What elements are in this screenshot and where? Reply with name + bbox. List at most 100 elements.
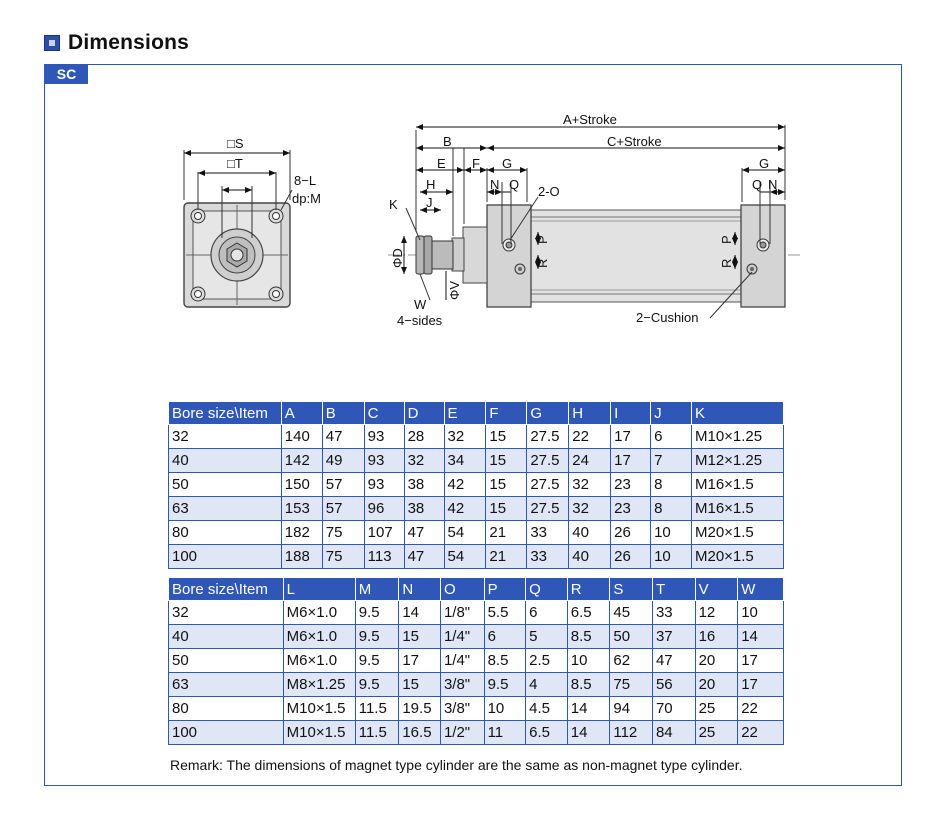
header-cell: L xyxy=(282,578,356,601)
table-row: 80 M10×1.5 11.5 19.5 3/8" 10 4.5 14 94 7… xyxy=(168,696,784,721)
dim-j: J xyxy=(426,195,433,210)
table-cell: 21 xyxy=(485,544,528,569)
table-row: 50 M6×1.0 9.5 17 1/4" 8.5 2.5 10 62 47 2… xyxy=(168,648,784,673)
header-cell: G xyxy=(526,402,570,425)
table-cell: 38 xyxy=(403,472,445,497)
table-cell: 49 xyxy=(321,448,365,473)
header-cell: C xyxy=(363,402,405,425)
table-cell: 94 xyxy=(609,696,653,721)
header-cell: W xyxy=(737,578,784,601)
table-cell: 1/4" xyxy=(439,624,485,649)
table-cell: 8.5 xyxy=(566,624,611,649)
table-cell: 11.5 xyxy=(354,696,400,721)
table-cell: 182 xyxy=(280,520,323,545)
table-cell: 42 xyxy=(443,496,487,521)
table-cell: 20 xyxy=(694,648,739,673)
table-cell: 47 xyxy=(651,648,696,673)
table-cell: 32 xyxy=(168,600,284,625)
table-cell: 8 xyxy=(650,496,692,521)
section-title: Dimensions xyxy=(68,31,190,54)
table-cell: 80 xyxy=(168,520,282,545)
table-cell: 6 xyxy=(650,424,692,449)
side-view xyxy=(388,124,800,319)
header-cell: I xyxy=(610,402,652,425)
table-cell: 33 xyxy=(526,544,570,569)
table-cell: 93 xyxy=(363,424,405,449)
table-cell: 45 xyxy=(609,600,653,625)
table-cell: 14 xyxy=(737,624,784,649)
table-cell: 5 xyxy=(525,624,568,649)
table-cell: 32 xyxy=(568,472,612,497)
table-cell: 24 xyxy=(568,448,612,473)
table-row: 100 188 75 113 47 54 21 33 40 26 10 M20×… xyxy=(168,544,785,569)
cylinder-drawing: □S □T 8−L dp:M xyxy=(183,112,800,328)
dimensions-table-2: Bore size\Item L M N O P Q R S T V W 32 … xyxy=(168,578,784,745)
table-cell: 10 xyxy=(566,648,611,673)
dim-c-stroke: C+Stroke xyxy=(607,134,662,149)
table-cell: 42 xyxy=(443,472,487,497)
header-cell: N xyxy=(398,578,441,601)
dim-f: F xyxy=(472,156,480,171)
header-cell: T xyxy=(651,578,696,601)
table-cell: 15 xyxy=(485,496,528,521)
dim-q-left: Q xyxy=(509,177,519,192)
table-cell: 1/4" xyxy=(439,648,485,673)
port-label: 2-O xyxy=(538,184,560,199)
table-cell: 25 xyxy=(694,696,739,721)
table-cell: 14 xyxy=(398,600,441,625)
table-cell: 32 xyxy=(568,496,612,521)
table-cell: M10×1.25 xyxy=(690,424,785,449)
table-cell: 10 xyxy=(737,600,784,625)
table-cell: 6.5 xyxy=(566,600,611,625)
table-cell: 10 xyxy=(650,544,692,569)
table-row: 32 M6×1.0 9.5 14 1/8" 5.5 6 6.5 45 33 12… xyxy=(168,600,784,625)
dimensions-panel: SC xyxy=(44,64,902,786)
table-cell: 3/8" xyxy=(439,672,485,697)
table-cell: 50 xyxy=(168,472,282,497)
dimensions-table-1: Bore size\Item A B C D E F G H I J K 32 … xyxy=(168,402,785,569)
table-cell: 93 xyxy=(363,472,405,497)
table-cell: 9.5 xyxy=(354,624,400,649)
table-cell: 6.5 xyxy=(525,720,568,745)
dim-d: ΦD xyxy=(390,248,405,268)
table-cell: 32 xyxy=(168,424,282,449)
table-cell: M6×1.0 xyxy=(282,624,356,649)
table-cell: 112 xyxy=(609,720,653,745)
front-label-s: □S xyxy=(227,136,244,151)
table-cell: 40 xyxy=(168,624,284,649)
table-row: 50 150 57 93 38 42 15 27.5 32 23 8 M16×1… xyxy=(168,472,785,497)
table-cell: 63 xyxy=(168,496,282,521)
table-cell: 16.5 xyxy=(398,720,441,745)
table-cell: 25 xyxy=(694,720,739,745)
dim-p-right: P xyxy=(719,235,734,244)
table-cell: 1/2" xyxy=(439,720,485,745)
header-cell: B xyxy=(321,402,365,425)
table-cell: 47 xyxy=(403,520,445,545)
header-cell: O xyxy=(439,578,485,601)
table-cell: 37 xyxy=(651,624,696,649)
header-cell: Bore size\Item xyxy=(168,578,284,601)
table-cell: 2.5 xyxy=(525,648,568,673)
table-cell: 14 xyxy=(566,720,611,745)
table-cell: 33 xyxy=(651,600,696,625)
dim-k: K xyxy=(389,197,398,212)
table-cell: 5.5 xyxy=(483,600,527,625)
table-cell: M6×1.0 xyxy=(282,648,356,673)
dim-r-left: R xyxy=(535,259,550,268)
table-cell: M12×1.25 xyxy=(690,448,785,473)
table-cell: 9.5 xyxy=(354,600,400,625)
table-cell: 20 xyxy=(694,672,739,697)
table-cell: 54 xyxy=(443,520,487,545)
table-cell: 27.5 xyxy=(526,496,570,521)
table-cell: 100 xyxy=(168,720,284,745)
cushion-label: 2−Cushion xyxy=(636,310,699,325)
table-row: 32 140 47 93 28 32 15 27.5 22 17 6 M10×1… xyxy=(168,424,785,449)
front-label-t: □T xyxy=(227,156,243,171)
table-cell: 15 xyxy=(398,624,441,649)
table-cell: 17 xyxy=(737,672,784,697)
header-cell: E xyxy=(443,402,487,425)
front-view-labels: □S □T 8−L dp:M xyxy=(227,136,321,206)
header-cell: R xyxy=(566,578,611,601)
table-cell: 21 xyxy=(485,520,528,545)
table-cell: 12 xyxy=(694,600,739,625)
